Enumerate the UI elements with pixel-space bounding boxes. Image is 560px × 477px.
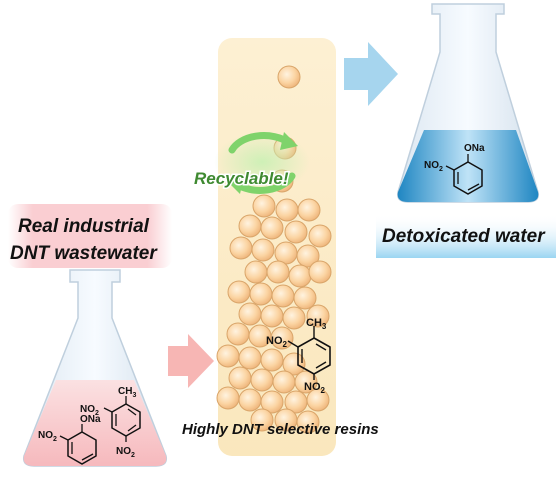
resin-bead-icon [296,410,320,434]
resin-bead-icon [229,236,253,260]
resin-bead-icon [282,352,306,376]
resin-bead-icon [238,388,262,412]
resin-bead-icon [228,366,252,390]
nitrophenolate-structure-left: ONa NO2 [38,414,101,465]
resin-bead-icon [250,368,274,392]
wastewater-liquid [23,380,167,466]
nitrophenolate-structure-right: ONa NO2 [424,143,485,195]
detoxicated-water-liquid [397,130,539,202]
svg-text:NO2: NO2 [80,404,99,417]
recyclable-label: Recyclable! [194,169,289,188]
svg-text:ONa: ONa [464,143,485,154]
resin-bead-icon [266,260,290,284]
svg-text:CH3: CH3 [118,386,136,399]
svg-text:NO2: NO2 [116,446,135,459]
wastewater-label-glow [8,204,172,268]
resin-bead-icon [260,390,284,414]
resin-bead-icon [277,65,301,89]
resin-bead-icon [293,286,317,310]
resin-bead-icon [306,388,330,412]
resin-bead-icon [249,282,273,306]
resin-bead-icon [250,408,274,432]
treated-label-glow [376,214,556,258]
recycle-arrowhead-icon [226,176,244,194]
resin-bead-icon [270,326,294,350]
arrow-right-icon [168,334,214,388]
resin-bead-icon [282,306,306,330]
resin-bead-icon [297,198,321,222]
resin-bead-icon [226,322,250,346]
resin-bead-icon [227,280,251,304]
dnt-structure-column: CH3 NO2 NO2 [266,317,331,395]
resin-bead-icon [275,198,299,222]
resin-bead-icon [308,224,332,248]
arrow-right-icon [344,42,398,106]
resin-bead-icon [216,386,240,410]
resin-bead-icon [294,370,318,394]
resins-label: Highly DNT selective resins [182,421,379,438]
wastewater-label-line1: Real industrial [18,216,150,237]
svg-text:NO2: NO2 [266,335,288,349]
treated-label: Detoxicated water [382,226,546,247]
resin-bead-icon [271,284,295,308]
resin-bead-icon [284,220,308,244]
recycle-arrows-icon [228,132,296,194]
resin-beads [216,65,332,434]
detoxicated-water-flask [396,3,540,203]
resin-bead-icon [260,348,284,372]
resin-bead-icon [244,260,268,284]
svg-text:CH3: CH3 [306,317,327,331]
resin-bead-icon [260,304,284,328]
resin-bead-icon [296,244,320,268]
resin-bead-icon [252,194,276,218]
resin-bead-icon [216,344,240,368]
resin-bead-icon [308,260,332,284]
resin-bead-icon [288,264,312,288]
resin-bead-icon [272,370,296,394]
wastewater-flask [22,269,168,467]
wastewater-label-line2: DNT wastewater [10,243,158,264]
svg-text:NO2: NO2 [424,160,443,173]
svg-text:NO2: NO2 [304,381,326,395]
resin-bead-icon [238,302,262,326]
resin-bead-icon [238,214,262,238]
recycle-arrowhead-icon [280,132,298,150]
resin-bead-icon [260,216,284,240]
resin-bead-icon [238,346,262,370]
svg-text:NO2: NO2 [38,430,57,443]
svg-text:ONa: ONa [80,414,101,425]
resin-bead-icon [306,304,330,328]
dnt-structure-left: CH3 NO2 NO2 [80,386,141,459]
resin-bead-icon [251,238,275,262]
